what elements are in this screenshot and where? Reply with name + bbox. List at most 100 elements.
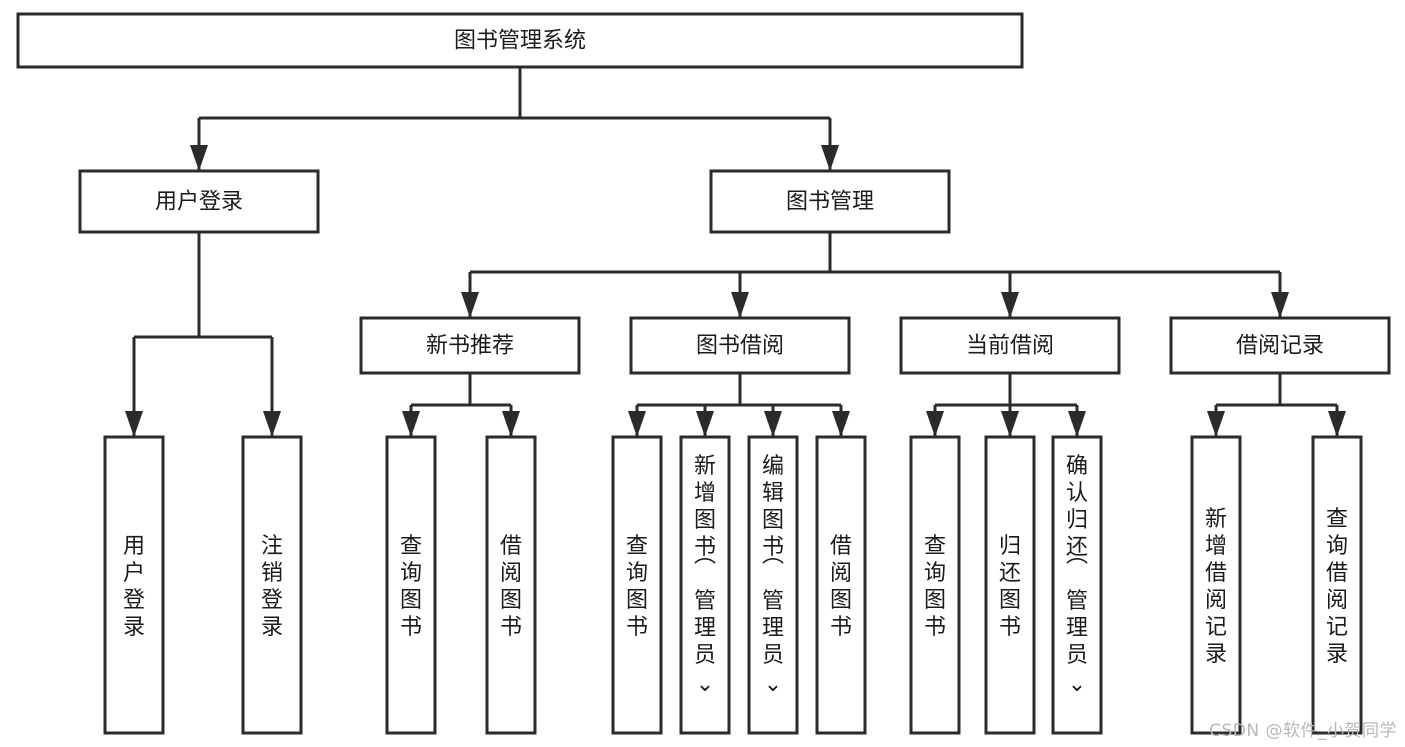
node-label-char: 新 bbox=[694, 454, 716, 479]
node-label-char: 图 bbox=[924, 588, 946, 613]
node-e59bbee4b9a6e7aea1e79086[interactable]: 图书管理 bbox=[709, 169, 951, 234]
node-label-char: 图 bbox=[400, 588, 422, 613]
node-e696b0e4b9a6e68ea8e88d90[interactable]: 新书推荐 bbox=[359, 316, 581, 375]
node-box bbox=[1190, 435, 1242, 735]
node-label-char: ⌄ bbox=[764, 672, 782, 697]
arrow-head-icon bbox=[190, 145, 208, 171]
node-box bbox=[16, 12, 1024, 69]
node-e5809fe99885e8aeb0e5bd95[interactable]: 借阅记录 bbox=[1169, 316, 1391, 375]
node-label-char: 录 bbox=[123, 615, 145, 640]
node-label-char: 增 bbox=[1205, 534, 1227, 559]
node-box bbox=[485, 435, 537, 735]
node-box bbox=[1169, 316, 1391, 375]
node-label-char: 注 bbox=[261, 534, 283, 559]
node-label-char: 管 bbox=[1066, 589, 1088, 614]
node-box bbox=[1051, 435, 1103, 735]
node-label: 图书管理系统 bbox=[454, 29, 586, 54]
node-label-char: 录 bbox=[261, 615, 283, 640]
node-label-char: 员 bbox=[694, 643, 716, 668]
node-e59bbee4b9a6e5809fe99885[interactable]: 图书借阅 bbox=[629, 316, 851, 375]
node-box bbox=[103, 435, 165, 735]
node-label-char: 户 bbox=[123, 561, 145, 586]
node-label-char: ⌄ bbox=[1068, 672, 1086, 697]
node-label-char: 书 bbox=[400, 615, 422, 640]
node-box bbox=[899, 316, 1121, 375]
node-label-char: 书 bbox=[999, 615, 1021, 640]
node-label-char: 阅 bbox=[830, 561, 852, 586]
node-label-char: 理 bbox=[694, 616, 716, 641]
arrow-head-icon bbox=[461, 292, 479, 318]
node-label-char: 书 bbox=[694, 535, 716, 560]
node-box bbox=[815, 435, 867, 735]
node-label-char: 书 bbox=[924, 615, 946, 640]
node-e59bbee4b9a6e7aea1e79086e7b3[interactable]: 图书管理系统 bbox=[16, 12, 1024, 69]
arrow-head-icon bbox=[402, 411, 420, 437]
edges-layer bbox=[125, 67, 1346, 437]
node-label-char: 归 bbox=[1066, 508, 1088, 533]
node-label-char: 阅 bbox=[1205, 588, 1227, 613]
node-label-char: 还 bbox=[1066, 535, 1088, 560]
node-label-char: 图 bbox=[694, 508, 716, 533]
node-label: 当前借阅 bbox=[966, 334, 1054, 359]
node-box bbox=[78, 169, 320, 234]
node-label-char: ⌒ bbox=[694, 558, 716, 583]
node-label-char: 理 bbox=[1066, 616, 1088, 641]
node-e794a8e688b7e799bbe5bd95[interactable]: 用户登录 bbox=[78, 169, 320, 234]
node-label-char: 询 bbox=[626, 561, 648, 586]
node-e794a8e688b7e799bbe5bd95[interactable]: 用户登录 bbox=[103, 435, 165, 735]
node-label-char: 图 bbox=[999, 588, 1021, 613]
arrow-head-icon bbox=[125, 411, 143, 437]
node-box bbox=[611, 435, 663, 735]
node-label: 图书借阅 bbox=[696, 334, 784, 359]
node-box bbox=[241, 435, 303, 735]
node-label: 用户登录 bbox=[155, 190, 243, 215]
node-label-char: ⌒ bbox=[762, 558, 784, 583]
arrow-head-icon bbox=[821, 145, 839, 171]
node-label-char: 员 bbox=[1066, 643, 1088, 668]
node-label-char: 理 bbox=[762, 616, 784, 641]
node-label-char: 编 bbox=[762, 454, 784, 479]
node-label-char: 记 bbox=[1326, 615, 1348, 640]
node-box bbox=[747, 435, 799, 735]
nodes-layer: 图书管理系统用户登录用户登录注销登录图书管理新书推荐查询图书借阅图书图书借阅查询… bbox=[16, 12, 1391, 735]
node-label-char: 管 bbox=[762, 589, 784, 614]
arrow-head-icon bbox=[1068, 411, 1086, 437]
arrow-head-icon bbox=[764, 411, 782, 437]
arrow-head-icon bbox=[832, 411, 850, 437]
node-label-char: 归 bbox=[999, 534, 1021, 559]
node-label-char: 阅 bbox=[1326, 588, 1348, 613]
node-label-char: 书 bbox=[626, 615, 648, 640]
arrow-head-icon bbox=[926, 411, 944, 437]
node-box bbox=[629, 316, 851, 375]
node-label-char: 图 bbox=[500, 588, 522, 613]
node-label: 借阅记录 bbox=[1236, 334, 1324, 359]
arrow-head-icon bbox=[1207, 411, 1225, 437]
node-label-char: 阅 bbox=[500, 561, 522, 586]
node-label-char: 记 bbox=[1205, 615, 1227, 640]
node-label-char: 借 bbox=[1205, 561, 1227, 586]
csdn-watermark: CSDN @软件_小贺同学 bbox=[1209, 721, 1397, 741]
arrow-head-icon bbox=[696, 411, 714, 437]
node-label-char: 图 bbox=[762, 508, 784, 533]
node-label-char: 登 bbox=[123, 588, 145, 613]
node-label-char: 查 bbox=[400, 534, 422, 559]
node-box bbox=[385, 435, 437, 735]
node-e5bd93e5898de5809fe99885[interactable]: 当前借阅 bbox=[899, 316, 1121, 375]
arrow-head-icon bbox=[1001, 411, 1019, 437]
node-label-char: 新 bbox=[1205, 507, 1227, 532]
node-label-char: 辑 bbox=[762, 481, 784, 506]
